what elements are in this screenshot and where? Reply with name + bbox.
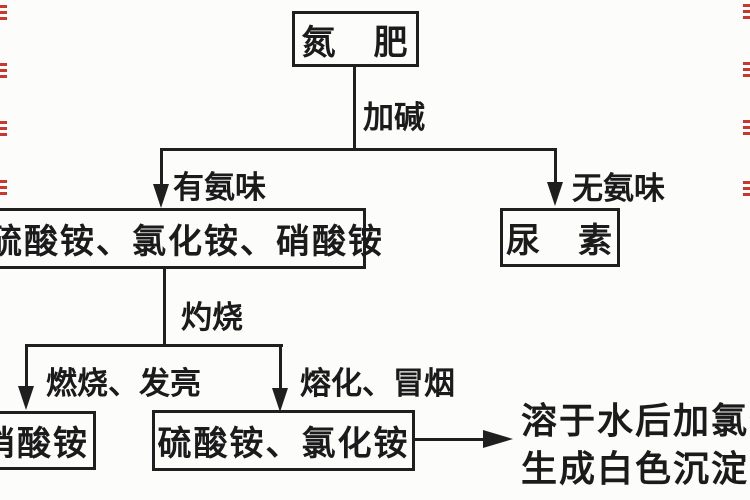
result-text-line1: 溶于水后加氯化 [521,401,750,441]
down-arrow-icon [18,386,34,410]
connector-right-drop-2 [279,344,282,392]
down-arrow-icon [547,182,563,206]
watermark-fragment [0,180,7,197]
urea-box: 尿 素 [500,208,620,267]
watermark-fragment [743,4,750,21]
connector-left-drop-2 [25,344,28,390]
branch-rail-2 [25,344,283,347]
watermark-fragment [0,5,7,22]
connector-stem-calcine [163,269,166,347]
connector-result [414,438,486,441]
burn-glow-label: 燃烧、发亮 [46,366,201,401]
has-ammonia-label: 有氨味 [173,170,266,205]
watermark-fragment [743,120,750,137]
down-arrow-icon [272,388,288,412]
sulfate-chloride-box: 硫酸铵、氯化铵 [152,410,415,471]
down-arrow-icon [153,184,169,208]
watermark-fragment [743,181,750,198]
calcine-label: 灼烧 [181,300,243,335]
right-arrow-icon [483,430,513,448]
watermark-fragment [0,121,7,138]
no-ammonia-label: 无氨味 [572,171,665,206]
connector-right-drop-1 [554,148,557,186]
connector-left-drop-1 [160,148,163,188]
ammonium-salts-box: 硫酸铵、氯化铵、硝酸铵 [0,208,382,269]
add-alkali-label: 加碱 [363,100,425,135]
ammonium-nitrate-box: 硝酸铵 [0,411,96,470]
melt-smoke-label: 熔化、冒烟 [300,366,455,401]
branch-rail-1 [161,148,557,151]
watermark-fragment [0,63,7,80]
result-text-line2: 生成白色沉淀的 [521,449,750,489]
connector-stem-top [353,67,356,150]
watermark-fragment [743,62,750,79]
nitrogen-fertilizer-box: 氮 肥 [292,11,419,67]
